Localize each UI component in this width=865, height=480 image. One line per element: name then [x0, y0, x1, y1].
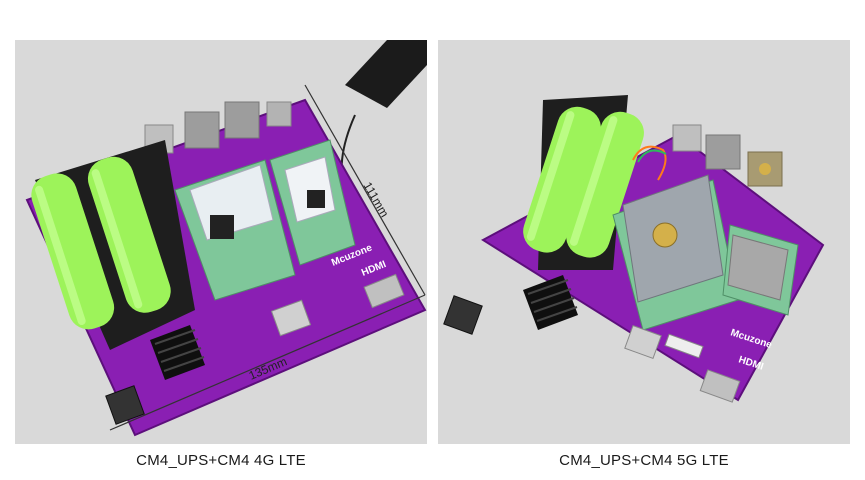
caption-4g-lte: CM4_UPS+CM4 4G LTE	[136, 452, 306, 469]
board-illustration-5g: Mcuzone HDMI	[443, 95, 825, 403]
battery-1	[523, 106, 601, 253]
photo-4g-lte: 111mm 135mm Mcuzone HDMI	[15, 40, 427, 444]
qr-code	[210, 215, 234, 239]
battery-2	[87, 156, 171, 313]
usb-port	[672, 124, 702, 152]
battery-1	[31, 173, 115, 330]
sd-card-slot	[270, 299, 312, 337]
photo-5g-lte: Mcuzone HDMI	[438, 40, 850, 444]
dimension-line-height	[304, 84, 426, 296]
sd-card-slot	[624, 324, 662, 360]
ffc-connector	[664, 333, 704, 359]
dc-jack	[443, 295, 483, 335]
hdmi-port	[363, 273, 405, 309]
ethernet-port	[184, 111, 220, 149]
qr-code-2	[307, 190, 325, 208]
caption-5g-lte: CM4_UPS+CM4 5G LTE	[559, 452, 729, 469]
modem-shield	[727, 234, 789, 301]
dc-jack	[105, 385, 145, 425]
module-chip	[652, 222, 678, 248]
wire-orange	[632, 145, 667, 181]
antenna-pad	[345, 40, 427, 108]
hdmi-port	[699, 369, 741, 403]
board-illustration-4g: 111mm 135mm Mcuzone HDMI	[25, 40, 427, 437]
ethernet-port	[705, 134, 741, 170]
heatsink	[150, 325, 205, 380]
ethernet-port-2	[224, 101, 260, 139]
usb-port-2	[266, 101, 292, 127]
battery-2	[566, 111, 644, 258]
dimension-line-width	[109, 294, 426, 431]
wire-green	[637, 149, 667, 163]
heatsink	[523, 275, 578, 330]
